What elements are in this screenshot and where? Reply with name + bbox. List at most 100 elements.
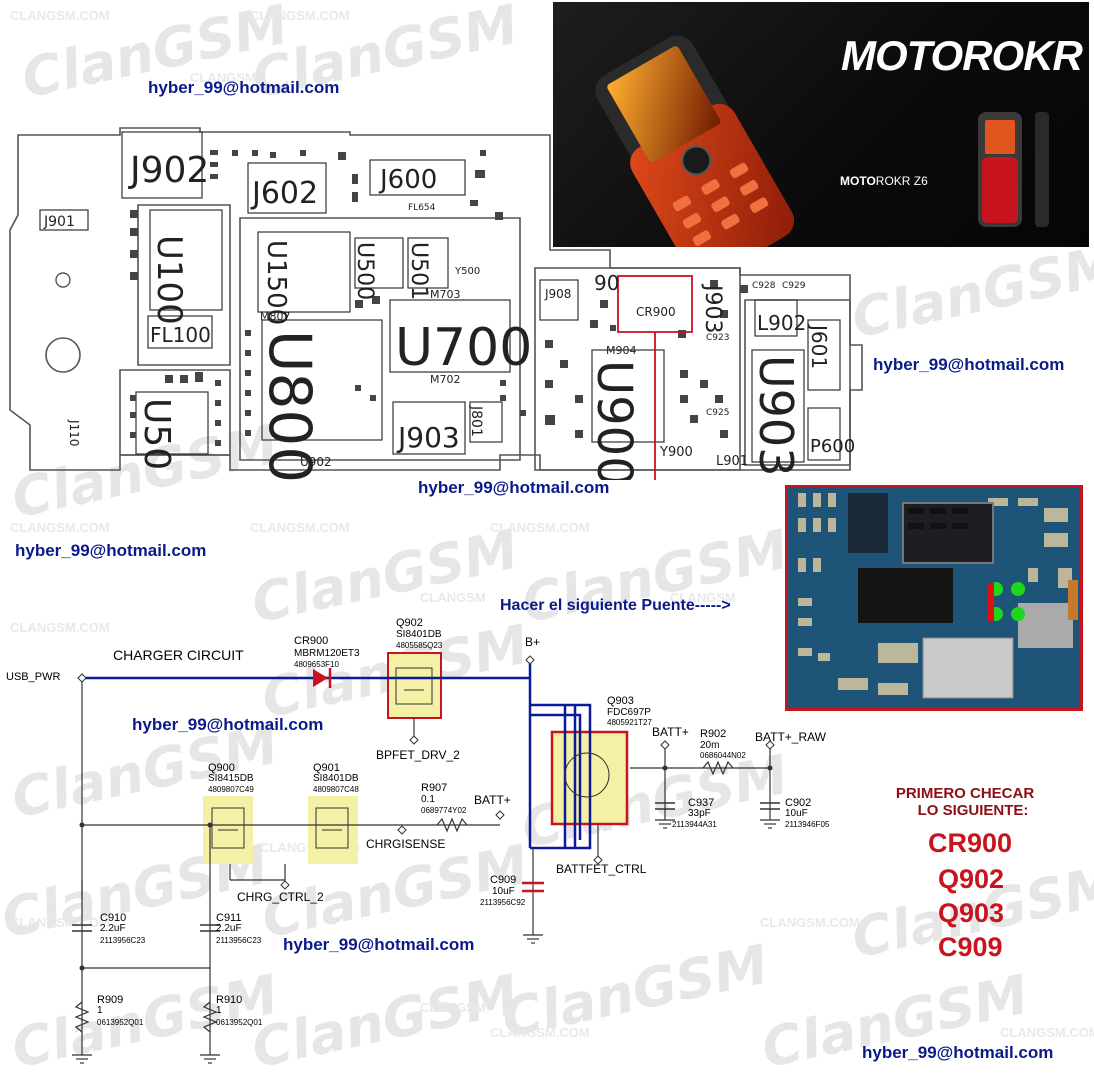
svg-text:U900: U900 (586, 360, 642, 480)
c902-val: 10uF (785, 808, 808, 819)
svg-text:FL654: FL654 (408, 203, 436, 213)
q903-ref: Q903 (607, 695, 634, 707)
photo-model: MOTOROKR Z6 (840, 174, 928, 188)
photo-model-prefix: MOTO (840, 174, 876, 188)
q902-ref: Q902 (396, 617, 423, 629)
main-area-outline (239, 217, 521, 461)
highlight-box (617, 275, 693, 333)
q900-ref: Q900 (208, 762, 235, 774)
svg-text:J903: J903 (700, 283, 725, 333)
r910-code: 0613952Q01 (216, 1018, 263, 1027)
r909-ref: R909 (97, 994, 124, 1006)
svg-text:U50: U50 (136, 398, 177, 470)
batt-raw-net: BATT+_RAW (755, 730, 827, 744)
svg-text:U700: U700 (395, 318, 532, 378)
c902-ref: C902 (785, 797, 812, 809)
r907-val: 0.1 (421, 794, 435, 805)
q903-part: FDC697P (607, 707, 651, 718)
r910-val: 1 (216, 1005, 222, 1016)
svg-text:J801: J801 (468, 405, 484, 437)
r907-symbol (436, 817, 468, 833)
svg-text:J602: J602 (250, 176, 318, 211)
svg-text:J903: J903 (396, 421, 460, 454)
svg-text:J110: J110 (67, 419, 81, 446)
svg-text:U800: U800 (256, 330, 324, 480)
svg-text:J902: J902 (128, 150, 209, 191)
watermark-small: CLANGSM (420, 590, 486, 605)
email-tag: hyber_99@hotmail.com (873, 355, 1065, 374)
svg-text:CR900: CR900 (636, 305, 676, 319)
usb-pwr-net: USB_PWR (6, 671, 61, 683)
watermark-site: CLANGSM.COM (10, 620, 110, 635)
q902-code: 4805585Q23 (396, 641, 443, 650)
photo-brand: MOTOROKR (841, 32, 1083, 79)
watermark-site: CLANGSM.COM (490, 1025, 590, 1040)
r907-code: 0689774Y02 (421, 806, 467, 815)
r909-code: 0613952Q01 (97, 1018, 144, 1027)
r907-ref: R907 (421, 782, 448, 794)
batt-plus-net-2: BATT+ (474, 793, 511, 807)
svg-text:L901: L901 (716, 454, 748, 469)
board-hole (55, 272, 71, 288)
c902-code: 2113946F05 (785, 820, 830, 829)
svg-text:U500: U500 (352, 242, 377, 300)
checklist-item: Q902 (938, 864, 1005, 894)
c937-code: 2113944A31 (672, 820, 717, 829)
svg-text:M702: M702 (430, 373, 461, 386)
cr900-code: 4809653F10 (294, 660, 339, 669)
r910-ref: R910 (216, 994, 243, 1006)
q901-part: SI8401DB (313, 773, 359, 784)
watermark-site: CLANGSM.COM (250, 8, 350, 23)
checklist-heading-line1: PRIMERO CHECAR (895, 785, 1035, 802)
c911-val: 2.2uF (216, 923, 242, 934)
c911-code: 2113956C23 (216, 936, 262, 945)
r909-symbol (74, 1001, 90, 1033)
svg-text:90: 90 (594, 271, 619, 295)
email-tag: hyber_99@hotmail.com (148, 78, 340, 97)
bpfet-net: BPFET_DRV_2 (376, 748, 460, 762)
bridge-instruction: Hacer el siguiente Puente-----> (500, 597, 731, 614)
c910-val: 2.2uF (100, 923, 126, 934)
svg-text:U1500: U1500 (261, 240, 291, 325)
c937-ref: C937 (688, 797, 715, 809)
email-tag: hyber_99@hotmail.com (283, 935, 475, 954)
pcb-closeup-photo (785, 485, 1083, 711)
svg-text:M703: M703 (430, 288, 461, 301)
r909-val: 1 (97, 1005, 103, 1016)
watermark-site: CLANGSM.COM (1000, 1025, 1094, 1040)
chrgisense-net: CHRGISENSE (366, 837, 446, 851)
watermark-small: CLANGSM (190, 70, 256, 85)
r902-val: 20m (700, 740, 720, 751)
r902-ref: R902 (700, 728, 727, 740)
email-tag: hyber_99@hotmail.com (862, 1043, 1054, 1062)
svg-text:C928: C928 (752, 281, 776, 291)
svg-text:J601: J601 (807, 323, 831, 369)
svg-text:M807: M807 (260, 310, 291, 323)
watermark-site: CLANGSM.COM (10, 520, 110, 535)
closeup-illustration (788, 488, 1080, 708)
svg-text:FL100: FL100 (150, 323, 211, 347)
svg-text:U902: U902 (300, 455, 332, 469)
svg-text:L902: L902 (757, 311, 806, 335)
checklist-item: CR900 (928, 828, 1013, 858)
watermark-site: CLANGSM.COM (250, 520, 350, 535)
right-area-outline (534, 267, 741, 471)
c911-ref: C911 (216, 912, 242, 924)
board-outline (9, 127, 863, 471)
r902-code: 0686044N02 (700, 751, 746, 760)
cr900-diode (313, 669, 328, 687)
email-tag: hyber_99@hotmail.com (132, 715, 324, 734)
cr900-ref: CR900 (294, 635, 329, 647)
connector-line (654, 332, 656, 480)
board-hole (45, 337, 81, 373)
r910-symbol (202, 1001, 218, 1033)
email-tag: hyber_99@hotmail.com (15, 541, 207, 560)
q901-ref: Q901 (313, 762, 340, 774)
q902-part: SI8401DB (396, 629, 442, 640)
batt-plus-net: BATT+ (652, 725, 689, 739)
product-photo: MOTOROKR MOTOROKR Z6 (553, 2, 1089, 247)
u50-outline (119, 369, 231, 456)
c910-ref: C910 (100, 912, 127, 924)
battfet-net: BATTFET_CTRL (556, 862, 647, 876)
watermark-site: CLANGSM.COM (490, 520, 590, 535)
